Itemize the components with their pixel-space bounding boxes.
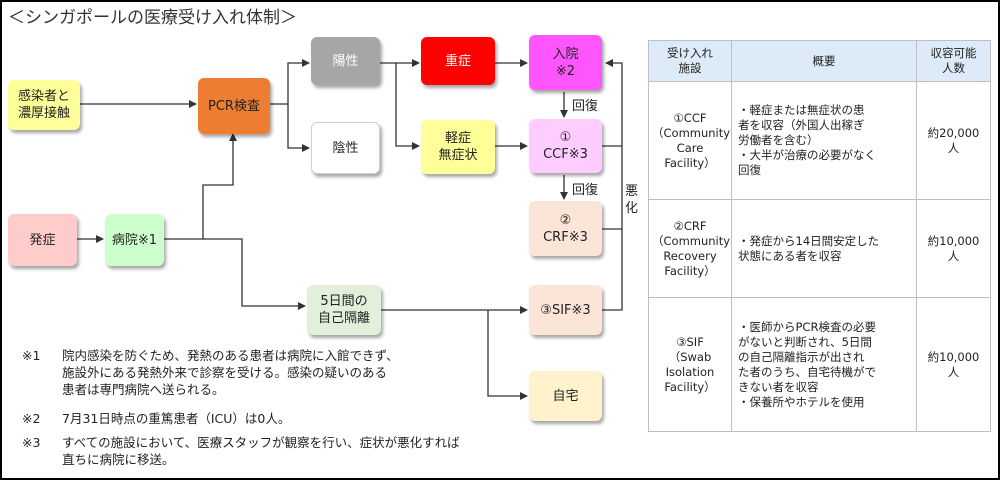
table-row: ③SIF （Swab Isolation Facility） ・医師からPCR検…: [648, 297, 991, 432]
worsen-label: 悪 化: [625, 184, 639, 216]
note-3: ※3 すべての施設において、医療スタッフが観察を行い、症状が悪化すれば 直ちに病院…: [22, 434, 492, 468]
header-overview: 概要: [731, 40, 917, 82]
cell-facility: ③SIF （Swab Isolation Facility）: [648, 297, 732, 432]
crf-box: ② CRF※3: [529, 201, 602, 256]
sif-box: ③SIF※3: [529, 285, 602, 335]
edge-pcr-positive: [270, 59, 310, 105]
edge-hospital-isolation: [203, 238, 306, 310]
edge-hospital-pcr: [164, 133, 237, 240]
note-mark: ※1: [22, 348, 41, 363]
cell-capacity: 約20,000 人: [916, 81, 991, 200]
edge-isolation-home: [487, 310, 528, 400]
edge-positive-mild: [395, 63, 420, 150]
hospital-box: 入院 ※2: [529, 35, 602, 90]
facility-table: 受け入れ 施設 概要 収容可能 人数 ①CCF （Community Care …: [648, 40, 991, 432]
home-box: 自宅: [529, 371, 602, 421]
note-2: ※2 7月31日時点の重篤患者（ICU）は0人。: [22, 410, 492, 427]
cell-facility: ①CCF （Community Care Facility）: [648, 81, 732, 200]
pcr-box: PCR検査: [198, 78, 270, 134]
contact-box: 感染者と 濃厚接触: [8, 80, 80, 130]
note-text: 院内感染を防ぐため、発熱のある患者は病院に入館できず、 施設外にある発熱外来で診…: [62, 348, 399, 397]
diagram-title: ＜シンガポールの医療受け入れ体制＞: [8, 8, 297, 28]
note-mark: ※3: [22, 435, 41, 450]
cell-overview: ・医師からPCR検査の必要 がないと判断され、5日間 の自己隔離指示が出され た…: [731, 297, 917, 432]
negative-box: 陰性: [311, 122, 380, 174]
header-capacity: 収容可能 人数: [916, 40, 991, 82]
cell-capacity: 約10,000 人: [916, 199, 991, 298]
table-row: ①CCF （Community Care Facility） ・軽症または無症状…: [648, 81, 991, 200]
note-text: 7月31日時点の重篤患者（ICU）は0人。: [62, 411, 291, 426]
table-row: ②CRF （Community Recovery Facility） ・発症から…: [648, 199, 991, 298]
isolation-box: 5日間の 自己隔離: [307, 285, 381, 335]
cell-overview: ・軽症または無症状の患 者を収容（外国人出稼ぎ 労働者を含む） ・大半が治療の必…: [731, 81, 917, 200]
severe-box: 重症: [421, 37, 495, 85]
positive-box: 陽性: [311, 37, 380, 85]
edge-worsen-return: [602, 59, 623, 311]
edge-pcr-negative: [287, 104, 310, 152]
header-facility: 受け入れ 施設: [648, 40, 732, 82]
recover-label-1: 回復: [572, 99, 599, 114]
note-1: ※1 院内感染を防ぐため、発熱のある患者は病院に入館できず、 施設外にある発熱外来…: [22, 347, 492, 398]
onset-box: 発症: [8, 214, 77, 266]
mild-box: 軽症 無症状: [421, 120, 495, 174]
note-mark: ※2: [22, 411, 41, 426]
cell-facility: ②CRF （Community Recovery Facility）: [648, 199, 732, 298]
ccf-box: ① CCF※3: [529, 119, 602, 173]
hospital1-box: 病院※1: [105, 214, 164, 266]
note-text: すべての施設において、医療スタッフが観察を行い、症状が悪化すれば 直ちに病院に移…: [62, 435, 460, 467]
table-header-row: 受け入れ 施設 概要 収容可能 人数: [648, 40, 991, 82]
cell-capacity: 約10,000 人: [916, 297, 991, 432]
cell-overview: ・発症から14日間安定した 状態にある者を収容: [731, 199, 917, 298]
recover-label-2: 回復: [572, 183, 599, 198]
